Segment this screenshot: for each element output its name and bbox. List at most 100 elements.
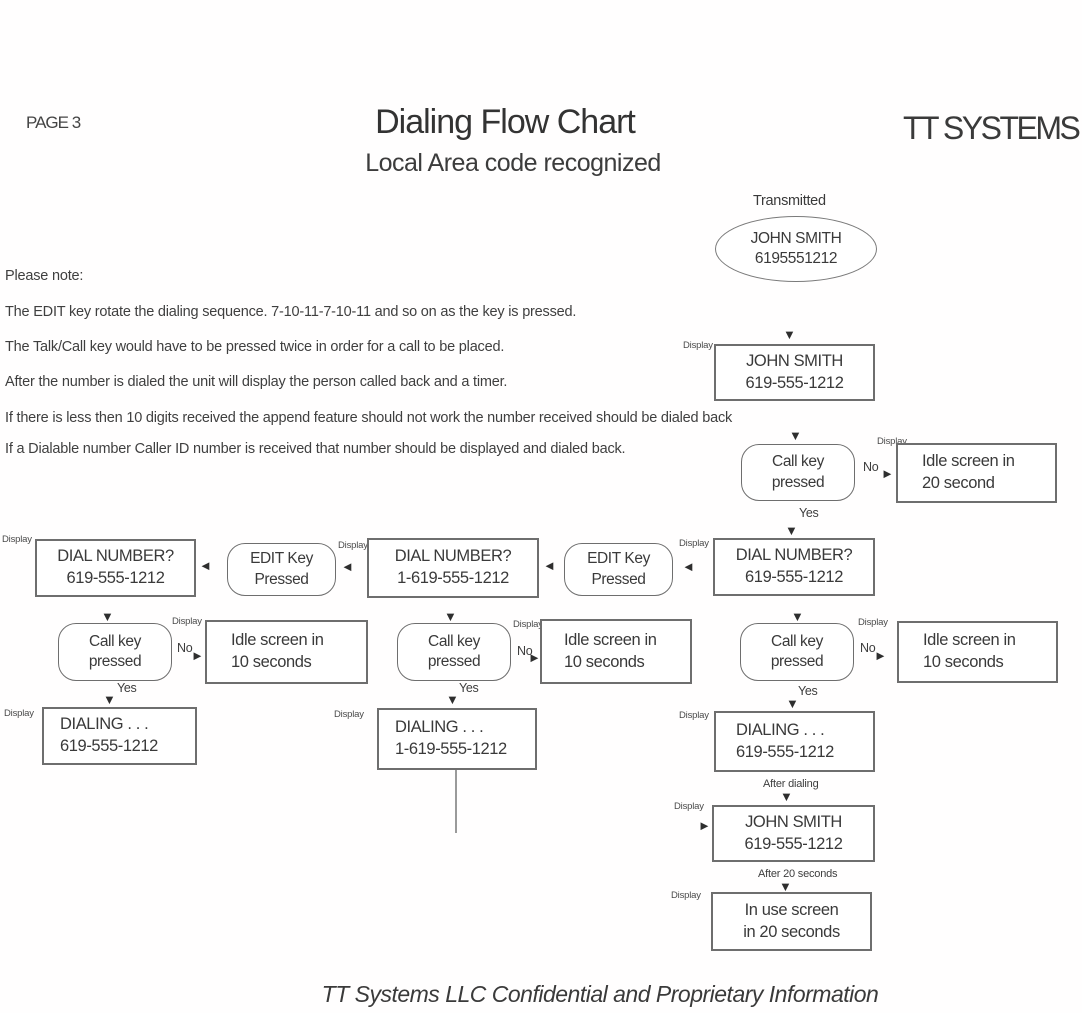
ellipse-line: JOHN SMITH <box>750 229 842 247</box>
arrow-left-icon: ◄ <box>199 558 212 573</box>
display-tag: Display <box>671 890 701 901</box>
box-line: Call key <box>89 632 141 650</box>
box-line: In use screen <box>744 900 839 919</box>
notes-heading: Please note: <box>5 268 84 284</box>
box-line: 619-555-1212 <box>736 742 834 761</box>
box-line: pressed <box>770 653 824 670</box>
arrow-down-icon: ▼ <box>103 692 116 707</box>
brand-logo: TT SYSTEMS <box>903 110 1081 146</box>
yes-label: Yes <box>117 681 137 695</box>
box-line: 20 second <box>922 474 995 492</box>
box-line: 619-555-1212 <box>60 737 158 755</box>
box-line: JOHN SMITH <box>746 351 843 370</box>
display-box-idle-10-right: Idle screen in 10 seconds <box>897 621 1058 683</box>
box-line: 1-619-555-1212 <box>397 569 509 587</box>
display-tag: Display <box>877 436 907 447</box>
display-box-idle-10-middle: Idle screen in 10 seconds <box>540 619 692 684</box>
note-line: If a Dialable number Caller ID number is… <box>5 441 626 457</box>
display-tag: Display <box>674 801 704 812</box>
display-box-john-smith-redisplay: JOHN SMITH 619-555-1212 <box>712 805 875 862</box>
decision-edit-key-1: EDIT Key Pressed <box>227 543 336 596</box>
display-tag: Display <box>679 710 709 721</box>
no-label: No <box>177 641 193 655</box>
note-line: After the number is dialed the unit will… <box>5 374 508 390</box>
box-line: pressed <box>427 653 481 670</box>
box-line: Idle screen in <box>922 452 1015 471</box>
arrow-down-icon: ▼ <box>786 696 799 711</box>
transmitted-callerid-ellipse: JOHN SMITH 6195551212 <box>715 216 877 282</box>
box-line: 619-555-1212 <box>745 373 844 392</box>
arrow-down-icon: ▼ <box>791 609 804 624</box>
decision-call-key-top: Call key pressed <box>741 444 855 501</box>
box-line: Idle screen in <box>564 630 657 649</box>
display-tag: Display <box>513 619 543 630</box>
display-tag: Display <box>338 540 368 551</box>
box-line: 1-619-555-1212 <box>395 740 507 758</box>
decision-edit-key-2: EDIT Key Pressed <box>564 543 673 596</box>
box-line: DIALING . . . <box>395 718 484 737</box>
arrow-down-icon: ▼ <box>783 327 796 342</box>
page-number-label: PAGE 3 <box>26 113 81 132</box>
box-line: 10 seconds <box>231 653 312 671</box>
decision-call-key-left: Call key pressed <box>58 623 172 681</box>
box-line: in 20 seconds <box>743 922 840 941</box>
arrow-down-icon: ▼ <box>780 789 793 804</box>
display-box-dial-number-local-right: DIAL NUMBER? 619-555-1212 <box>713 538 875 596</box>
display-box-in-use-screen: In use screen in 20 seconds <box>711 892 872 951</box>
display-tag: Display <box>679 538 709 549</box>
display-box-dialing-local-right: DIALING . . . 619-555-1212 <box>714 711 875 772</box>
after-dialing-label: After dialing <box>763 778 819 790</box>
box-line: DIAL NUMBER? <box>735 546 853 565</box>
decision-call-key-right: Call key pressed <box>740 623 854 681</box>
box-line: 10 seconds <box>923 653 1004 671</box>
box-line: pressed <box>88 653 142 670</box>
note-line: The EDIT key rotate the dialing sequence… <box>5 304 577 320</box>
page-subtitle: Local Area code recognized <box>365 149 661 177</box>
arrow-right-icon: ► <box>528 650 541 665</box>
arrow-right-icon: ► <box>698 818 711 833</box>
decision-call-key-middle: Call key pressed <box>397 623 511 681</box>
box-line: Pressed <box>254 570 309 588</box>
yes-label: Yes <box>799 506 819 520</box>
no-label: No <box>860 641 876 655</box>
ellipse-line: 6195551212 <box>754 250 838 267</box>
display-box-john-smith-top: JOHN SMITH 619-555-1212 <box>714 344 875 401</box>
after-20-seconds-label: After 20 seconds <box>758 868 838 880</box>
display-tag: Display <box>683 340 713 351</box>
arrow-left-icon: ◄ <box>682 559 695 574</box>
no-label: No <box>863 460 879 474</box>
box-line: DIAL NUMBER? <box>57 547 174 566</box>
box-line: pressed <box>771 473 825 491</box>
arrow-down-icon: ▼ <box>779 879 792 894</box>
connector-line <box>455 770 457 833</box>
box-line: Pressed <box>591 570 646 588</box>
display-box-idle-20: Idle screen in 20 second <box>896 443 1057 503</box>
box-line: Call key <box>428 632 480 650</box>
yes-label: Yes <box>459 681 479 695</box>
display-box-dial-number-long: DIAL NUMBER? 1-619-555-1212 <box>367 538 539 598</box>
arrow-right-icon: ► <box>874 648 887 663</box>
arrow-down-icon: ▼ <box>785 523 798 538</box>
box-line: JOHN SMITH <box>745 812 842 831</box>
arrow-left-icon: ◄ <box>341 559 354 574</box>
box-line: Call key <box>771 632 823 650</box>
arrow-right-icon: ► <box>881 466 894 481</box>
display-tag: Display <box>172 616 202 627</box>
arrow-right-icon: ► <box>191 648 204 663</box>
arrow-down-icon: ▼ <box>789 428 802 443</box>
box-line: 619-555-1212 <box>66 569 165 587</box>
footer-confidential-note: TT Systems LLC Confidential and Propriet… <box>321 981 879 1007</box>
note-line: The Talk/Call key would have to be press… <box>5 339 505 355</box>
display-box-dial-number-local-left: DIAL NUMBER? 619-555-1212 <box>35 539 196 597</box>
box-line: 619-555-1212 <box>745 568 843 586</box>
box-line: DIALING . . . <box>736 720 825 739</box>
no-label: No <box>517 644 533 658</box>
box-line: EDIT Key <box>250 550 313 568</box>
display-tag: Display <box>334 709 364 720</box>
box-line: 619-555-1212 <box>744 834 843 853</box>
arrow-down-icon: ▼ <box>101 609 114 624</box>
display-box-dialing-long: DIALING . . . 1-619-555-1212 <box>377 708 537 770</box>
box-line: Idle screen in <box>923 631 1016 650</box>
display-tag: Display <box>4 708 34 719</box>
